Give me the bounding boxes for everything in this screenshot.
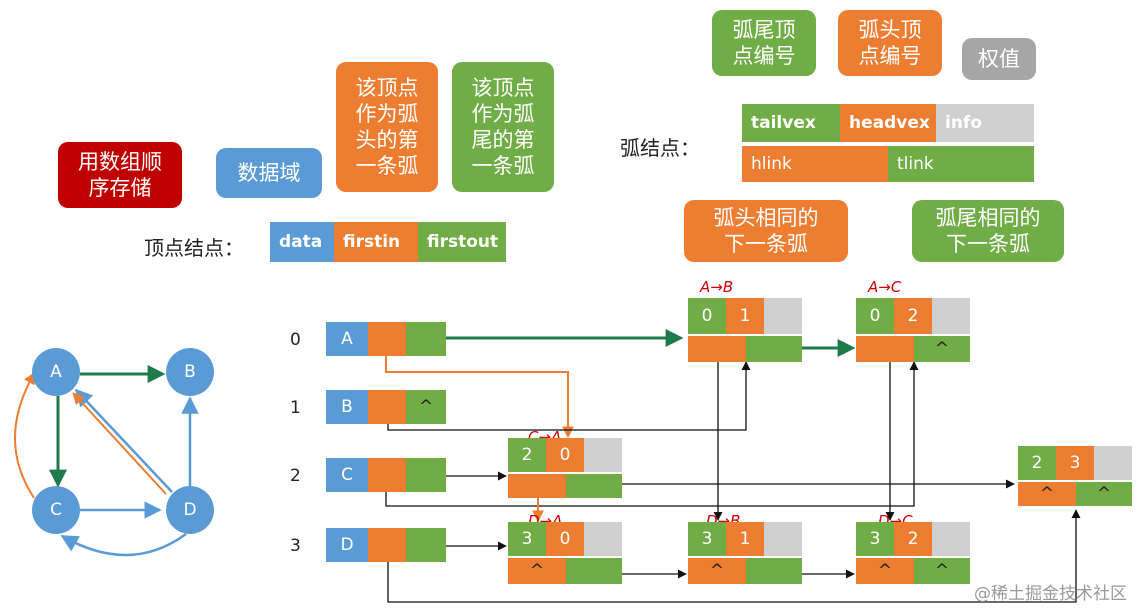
row-2-firstin bbox=[368, 458, 406, 492]
arc-ab-hlink bbox=[688, 336, 746, 362]
edge-c-a-highlight bbox=[14, 371, 36, 499]
arc-da-tailvex: 3 bbox=[508, 522, 546, 556]
callout-array-store: 用数组顺 序存储 bbox=[58, 142, 182, 208]
arc-da-tlink bbox=[566, 558, 622, 584]
arc-ca-headvex: 0 bbox=[546, 438, 584, 472]
arc-field-hlink: hlink bbox=[742, 146, 888, 182]
graph-vertex-a-label: A bbox=[50, 362, 62, 382]
edge-d-a-highlight bbox=[72, 392, 167, 495]
arc-db-info bbox=[764, 522, 802, 556]
row-index-0: 0 bbox=[290, 330, 301, 350]
arc-cd-tailvex: 2 bbox=[1018, 446, 1056, 480]
callout-tail-no: 弧尾顶 点编号 bbox=[712, 10, 816, 76]
vertex-field-data: data bbox=[270, 222, 334, 262]
callout-hlink: 弧头相同的 下一条弧 bbox=[684, 200, 848, 262]
arc-db-tailvex: 3 bbox=[688, 522, 726, 556]
row-3-firstin bbox=[368, 528, 406, 562]
arc-ab-headvex: 1 bbox=[726, 298, 764, 334]
arc-ac-tlink: ^ bbox=[914, 336, 970, 362]
graph-vertex-c bbox=[32, 486, 80, 534]
arc-field-tlink: tlink bbox=[888, 146, 1034, 182]
arc-dc-tailvex: 3 bbox=[856, 522, 894, 556]
graph-vertex-b-label: B bbox=[184, 362, 196, 382]
arc-cd-tlink: ^ bbox=[1076, 482, 1132, 506]
graph-edges bbox=[14, 365, 199, 557]
watermark: @稀土掘金技术社区 bbox=[974, 584, 1127, 604]
arc-da-headvex: 0 bbox=[546, 522, 584, 556]
arc-ca-tlink bbox=[566, 474, 622, 498]
arc-field-headvex: headvex bbox=[840, 104, 936, 142]
arc-ac-tailvex: 0 bbox=[856, 298, 894, 334]
callout-firstout: 该顶点 作为弧 尾的第 一条弧 bbox=[452, 62, 554, 192]
link-d-firstin bbox=[387, 509, 1081, 603]
graph-vertex-a bbox=[32, 348, 80, 396]
vertex-field-firstout: firstout bbox=[418, 222, 506, 262]
arc-da-info bbox=[584, 522, 622, 556]
arc-node-label: 弧结点： bbox=[620, 136, 700, 160]
arc-da-hlink: ^ bbox=[508, 558, 566, 584]
callout-tlink: 弧尾相同的 下一条弧 bbox=[912, 200, 1064, 262]
edge-d-c bbox=[60, 532, 187, 557]
vertex-node-label: 顶点结点： bbox=[144, 236, 244, 260]
edge-d-a bbox=[74, 388, 173, 493]
row-3-firstout bbox=[406, 528, 446, 562]
row-index-1: 1 bbox=[290, 398, 301, 418]
graph-vertex-b bbox=[166, 348, 214, 396]
arc-ab-info bbox=[764, 298, 802, 334]
row-2-firstout bbox=[406, 458, 446, 492]
arc-dc-hlink: ^ bbox=[856, 558, 914, 584]
callout-data-field: 数据域 bbox=[216, 148, 322, 198]
arc-dc-info bbox=[932, 522, 970, 556]
arc-ac-note: A→C bbox=[868, 278, 902, 296]
arc-dc-headvex: 2 bbox=[894, 522, 932, 556]
arc-ac-hlink bbox=[856, 336, 914, 362]
arc-cd-hlink: ^ bbox=[1018, 482, 1076, 506]
row-index-3: 3 bbox=[290, 536, 301, 556]
graph-vertex-d bbox=[166, 486, 214, 534]
row-1-firstin bbox=[368, 390, 406, 424]
row-3-data: D bbox=[326, 528, 368, 562]
graph-vertex-d-label: D bbox=[183, 500, 197, 520]
row-0-data: A bbox=[326, 322, 368, 356]
arc-ac-headvex: 2 bbox=[894, 298, 932, 334]
arc-ab-note: A→B bbox=[700, 278, 734, 296]
arc-dc-tlink: ^ bbox=[914, 558, 970, 584]
arc-ca-tailvex: 2 bbox=[508, 438, 546, 472]
arc-db-tlink bbox=[746, 558, 802, 584]
row-1-data: B bbox=[326, 390, 368, 424]
link-c-firstin bbox=[385, 361, 919, 507]
arc-ab-tailvex: 0 bbox=[688, 298, 726, 334]
arc-cd-headvex: 3 bbox=[1056, 446, 1094, 480]
graph-vertices bbox=[32, 348, 214, 534]
callout-head-no: 弧头顶 点编号 bbox=[838, 10, 942, 76]
row-2-data: C bbox=[326, 458, 368, 492]
vertex-field-firstin: firstin bbox=[334, 222, 418, 262]
row-index-2: 2 bbox=[290, 466, 301, 486]
graph-vertex-c-label: C bbox=[50, 500, 62, 520]
row-1-firstout: ^ bbox=[406, 390, 446, 424]
arc-ca-info bbox=[584, 438, 622, 472]
arc-ac-info bbox=[932, 298, 970, 334]
link-b-firstin bbox=[387, 361, 751, 431]
arc-field-tailvex: tailvex bbox=[742, 104, 840, 142]
row-0-firstin bbox=[368, 322, 406, 356]
link-a-firstin bbox=[385, 356, 574, 439]
arc-db-headvex: 1 bbox=[726, 522, 764, 556]
arc-ab-tlink bbox=[746, 336, 802, 362]
list-links bbox=[385, 329, 1081, 603]
arc-field-info: info bbox=[936, 104, 1034, 142]
arc-ca-hlink bbox=[508, 474, 566, 498]
row-0-firstout bbox=[406, 322, 446, 356]
callout-firstin: 该顶点 作为弧 头的第 一条弧 bbox=[336, 62, 438, 192]
arc-db-hlink: ^ bbox=[688, 558, 746, 584]
callout-weight: 权值 bbox=[962, 38, 1036, 80]
arc-cd-info bbox=[1094, 446, 1132, 480]
